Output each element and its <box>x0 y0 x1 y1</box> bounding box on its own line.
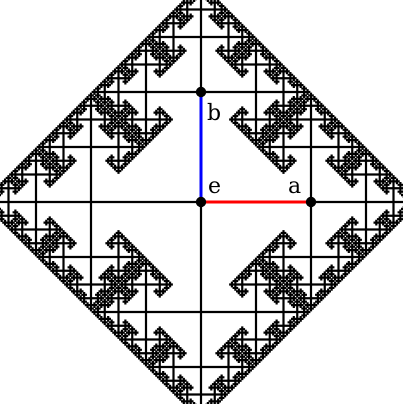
vertex-e <box>195 196 207 208</box>
label-e: e <box>208 174 221 199</box>
vertex-b <box>195 86 207 98</box>
label-b: b <box>207 101 221 126</box>
vertex-a <box>305 196 317 208</box>
label-a: a <box>288 174 301 199</box>
